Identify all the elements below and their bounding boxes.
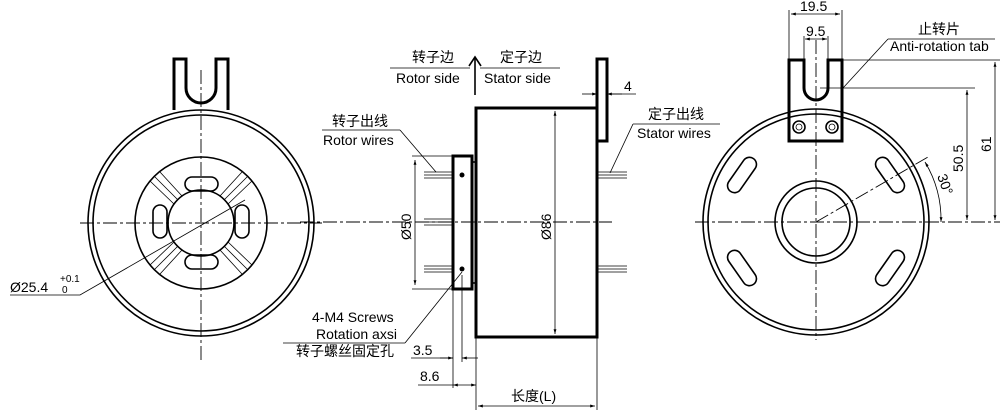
rotation-axis-label: Rotation axsi [316, 326, 397, 342]
tab-width-dim: 19.5 [800, 0, 827, 14]
rotor-wires-label: Rotor wires [323, 132, 394, 148]
tolerance-lower: 0 [62, 285, 68, 296]
front-view-rotor-side: Ø25.4 +0.1 0 [10, 57, 322, 360]
length-dim: 长度(L) [511, 388, 556, 404]
stator-side-cn: 定子边 [500, 49, 542, 65]
rotor-side-cn: 转子边 [412, 49, 454, 65]
tolerance-upper: +0.1 [60, 274, 80, 285]
stator-wires-cn: 定子出线 [648, 106, 704, 122]
anti-rotation-tab [787, 58, 844, 143]
body-diameter-dim: Ø86 [538, 213, 554, 240]
angle-dim: 30° [934, 172, 956, 197]
rotor-side-label: Rotor side [396, 70, 460, 86]
dim-50-5: 50.5 [950, 145, 966, 172]
anti-rotation-tab-label: Anti-rotation tab [890, 38, 989, 54]
rotor-wire-leads [424, 171, 453, 273]
side-view: 转子边 Rotor side 定子边 Stator side 4 转子出线 Ro… [283, 49, 720, 410]
flange-diameter-dim: Ø50 [398, 213, 414, 240]
stator-side-label: Stator side [484, 70, 551, 86]
dim-8-6: 8.6 [420, 368, 440, 384]
wire-bundles [726, 156, 906, 287]
dim-3-5: 3.5 [413, 342, 433, 358]
screws-cn: 转子螺丝固定孔 [296, 343, 394, 359]
bore-diameter-label: Ø25.4 [10, 279, 48, 295]
stator-wires-label: Stator wires [637, 125, 711, 141]
front-view-stator-side: 30° 19.5 9.5 止转片 Anti-rotation tab 50.5 … [695, 0, 1000, 340]
dim-61: 61 [978, 136, 994, 152]
screws-label: 4-M4 Screws [312, 309, 394, 325]
tab-thickness-dim: 4 [624, 78, 632, 94]
rotor-wires-cn: 转子出线 [332, 113, 388, 129]
stator-wire-leads [597, 171, 627, 273]
slot-width-dim: 9.5 [806, 23, 826, 39]
wire-bundles [152, 176, 250, 270]
anti-rotation-tab-cn: 止转片 [918, 21, 960, 37]
